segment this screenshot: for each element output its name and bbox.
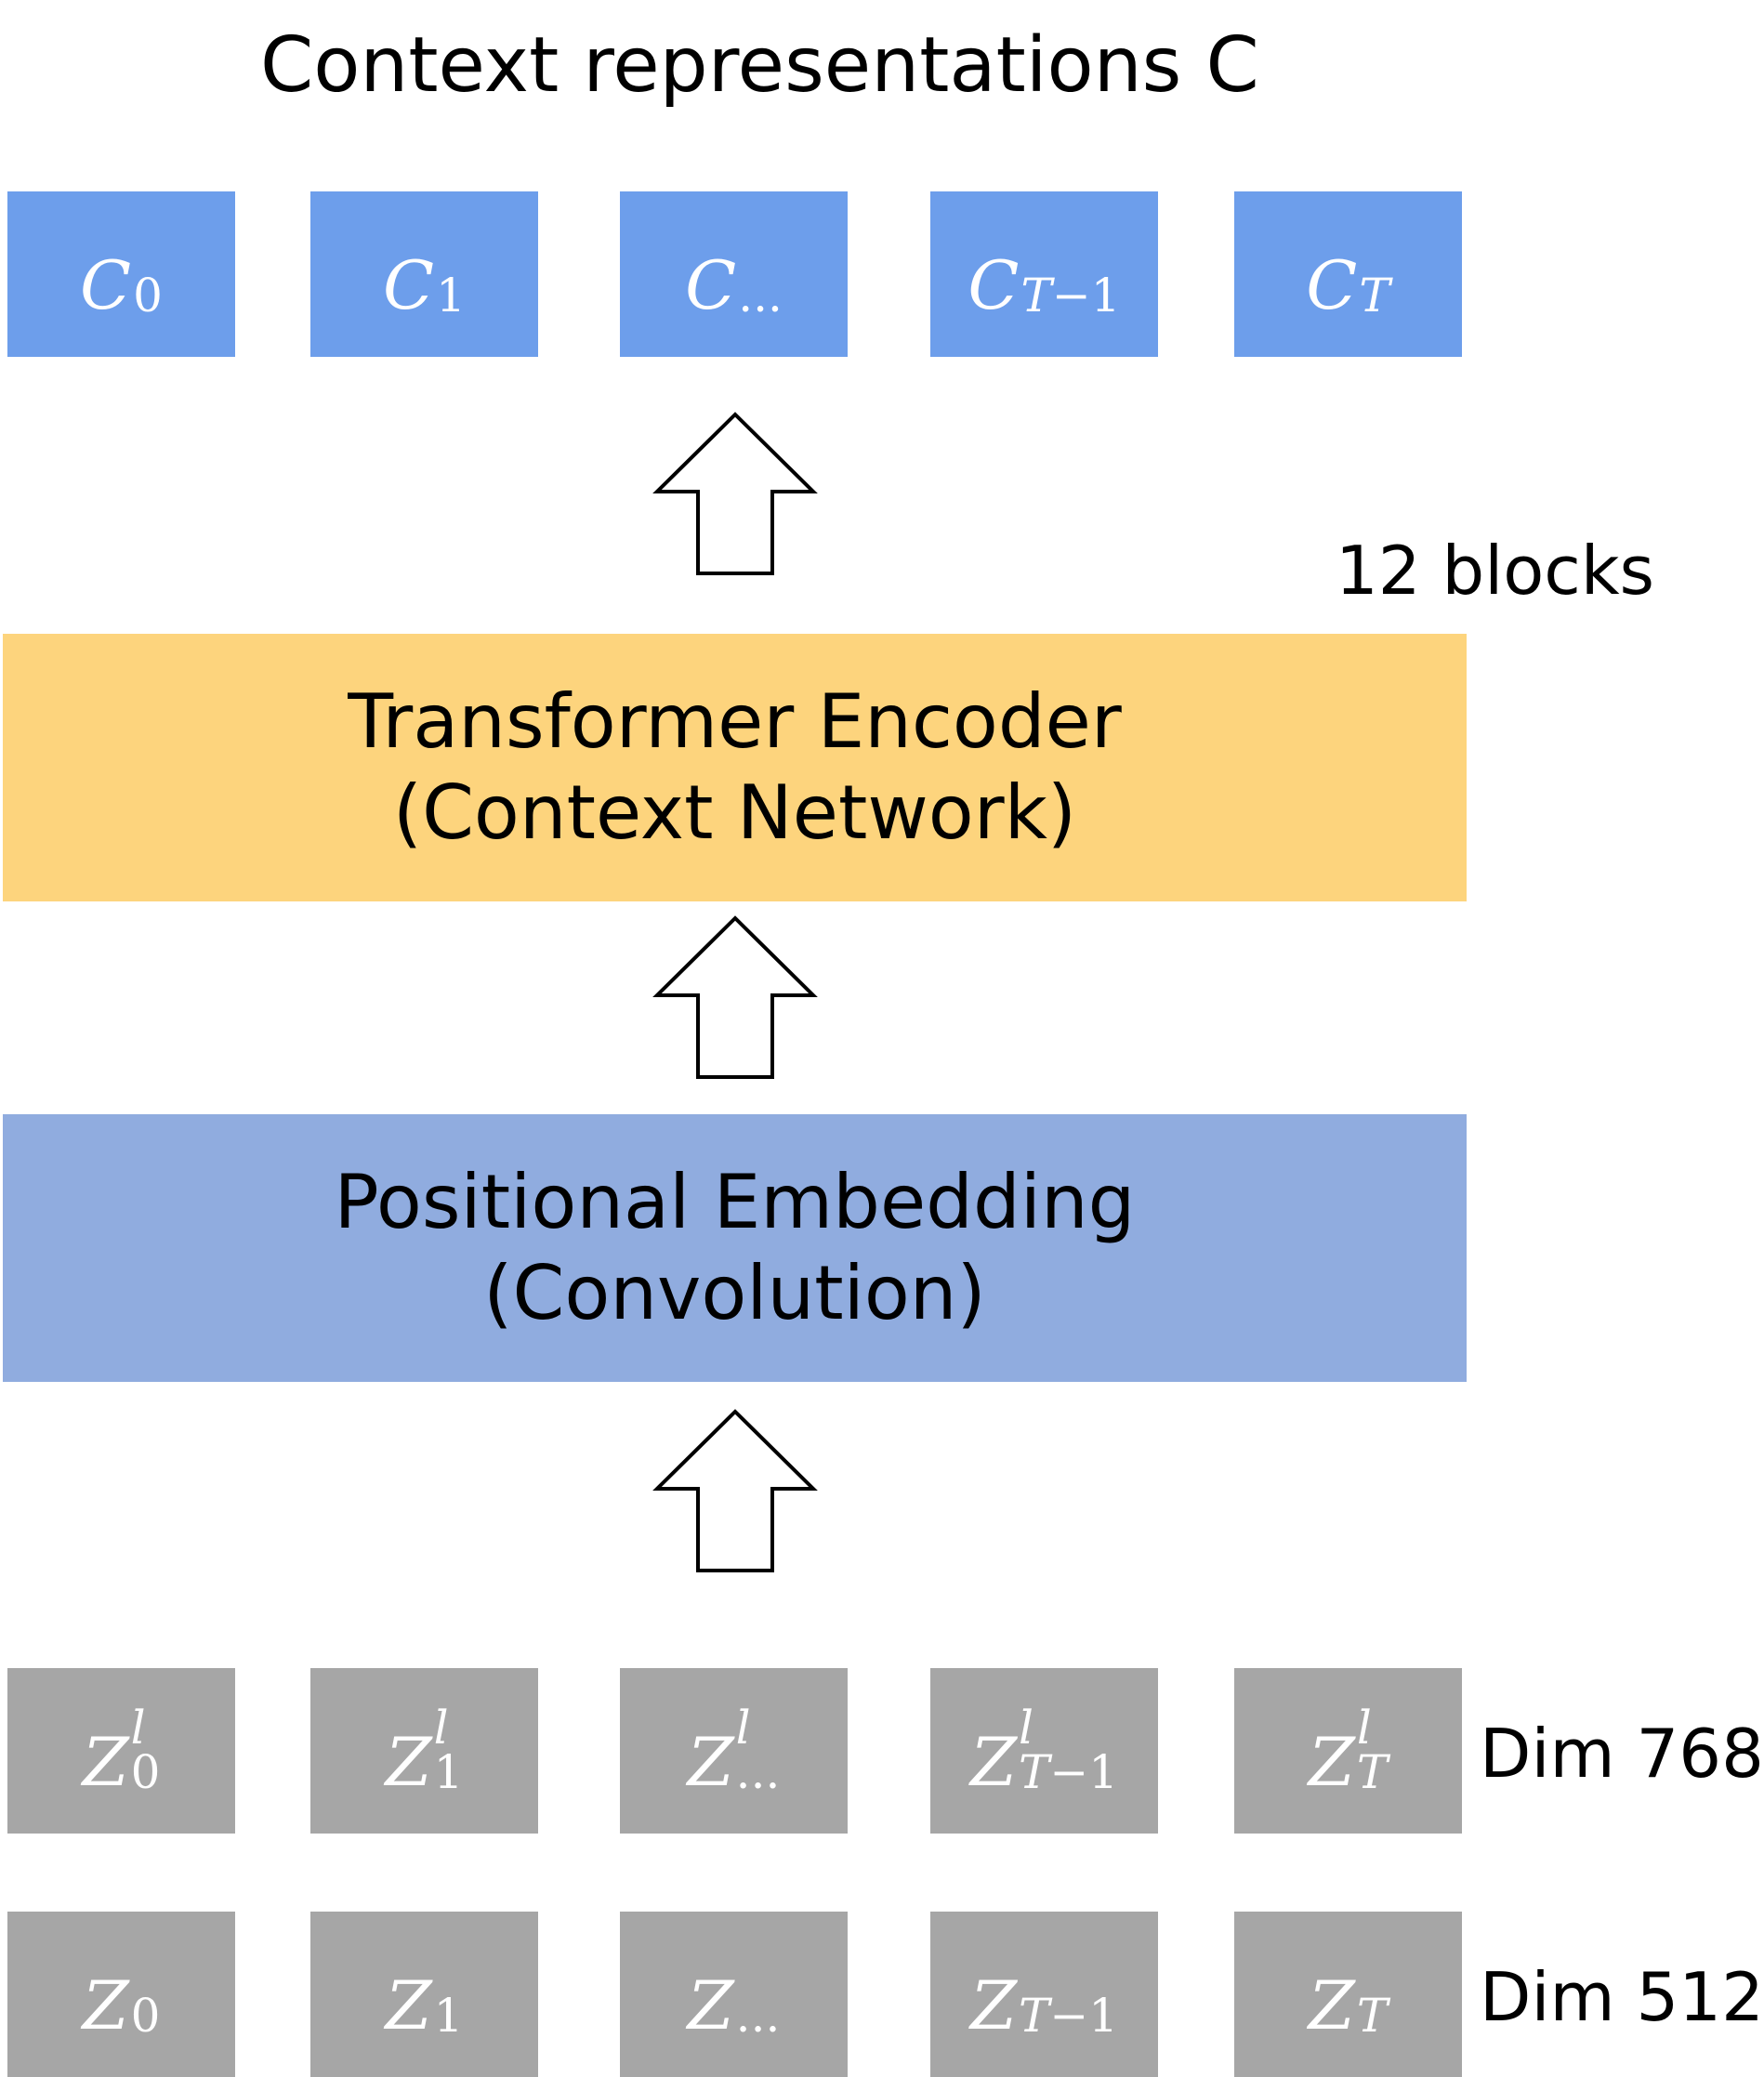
dim-512-label: Dim 512 — [1480, 1958, 1764, 2036]
blocks-label: 12 blocks — [1336, 532, 1655, 610]
transformer-encoder-block: Transformer Encoder (Context Network) — [3, 634, 1467, 901]
positional-subtitle: (Convolution) — [483, 1250, 986, 1336]
up-arrow-icon — [652, 1409, 818, 1572]
up-arrow-icon — [652, 412, 818, 575]
encoder-subtitle: (Context Network) — [392, 769, 1077, 856]
positional-title: Positional Embedding — [334, 1159, 1136, 1246]
page-title: Context representations C — [260, 21, 1259, 110]
up-arrow-icon — [652, 915, 818, 1079]
positional-embedding-block: Positional Embedding (Convolution) — [3, 1114, 1467, 1382]
context-cell-ellipsis: C... — [620, 191, 848, 357]
dim-768-label: Dim 768 — [1480, 1715, 1764, 1793]
z-cell-ellipsis: Z... — [620, 1912, 848, 2077]
encoder-title: Transformer Encoder — [348, 678, 1122, 766]
